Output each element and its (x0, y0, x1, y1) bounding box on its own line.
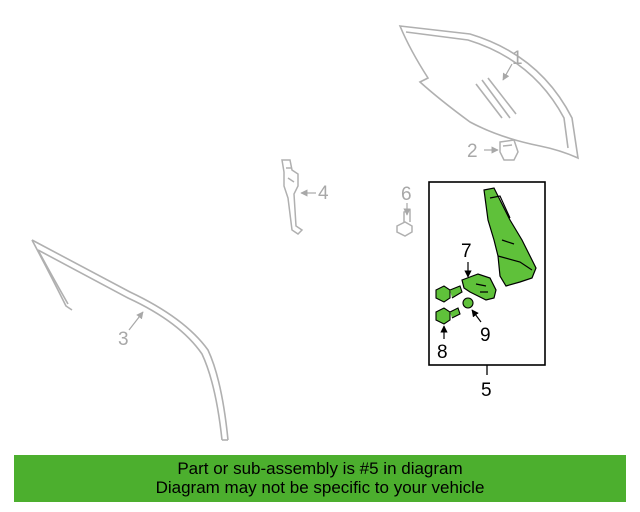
parts-diagram: 1 2 3 4 6 5 (31, 25, 580, 441)
banner-line-1: Part or sub-assembly is #5 in diagram (177, 459, 463, 478)
clip-part (499, 139, 519, 161)
callout-5: 5 (481, 380, 492, 401)
leader-9 (471, 309, 482, 323)
glass-run-channel-part (31, 239, 229, 441)
callout-3: 3 (118, 329, 129, 350)
leader-3 (128, 311, 144, 331)
door-glass-part (398, 25, 580, 160)
callout-4: 4 (318, 183, 329, 204)
callout-8: 8 (437, 342, 448, 363)
leader-1 (502, 63, 513, 81)
callout-2: 2 (467, 141, 478, 162)
callout-9: 9 (480, 325, 491, 346)
callout-6: 6 (401, 184, 412, 205)
bolt-part-8a (435, 285, 463, 303)
callout-7: 7 (461, 241, 472, 262)
banner-line-2: Diagram may not be specific to your vehi… (155, 478, 485, 497)
guide-bracket-part (281, 159, 304, 235)
bolt-part-8b (435, 307, 461, 325)
regulator-panel-part (483, 187, 537, 287)
washer-part-9 (462, 297, 474, 309)
notice-banner: Part or sub-assembly is #5 in diagram Di… (14, 455, 626, 502)
bracket-part-7 (461, 273, 497, 301)
bolt-part (396, 208, 413, 237)
callout-1: 1 (512, 48, 523, 69)
